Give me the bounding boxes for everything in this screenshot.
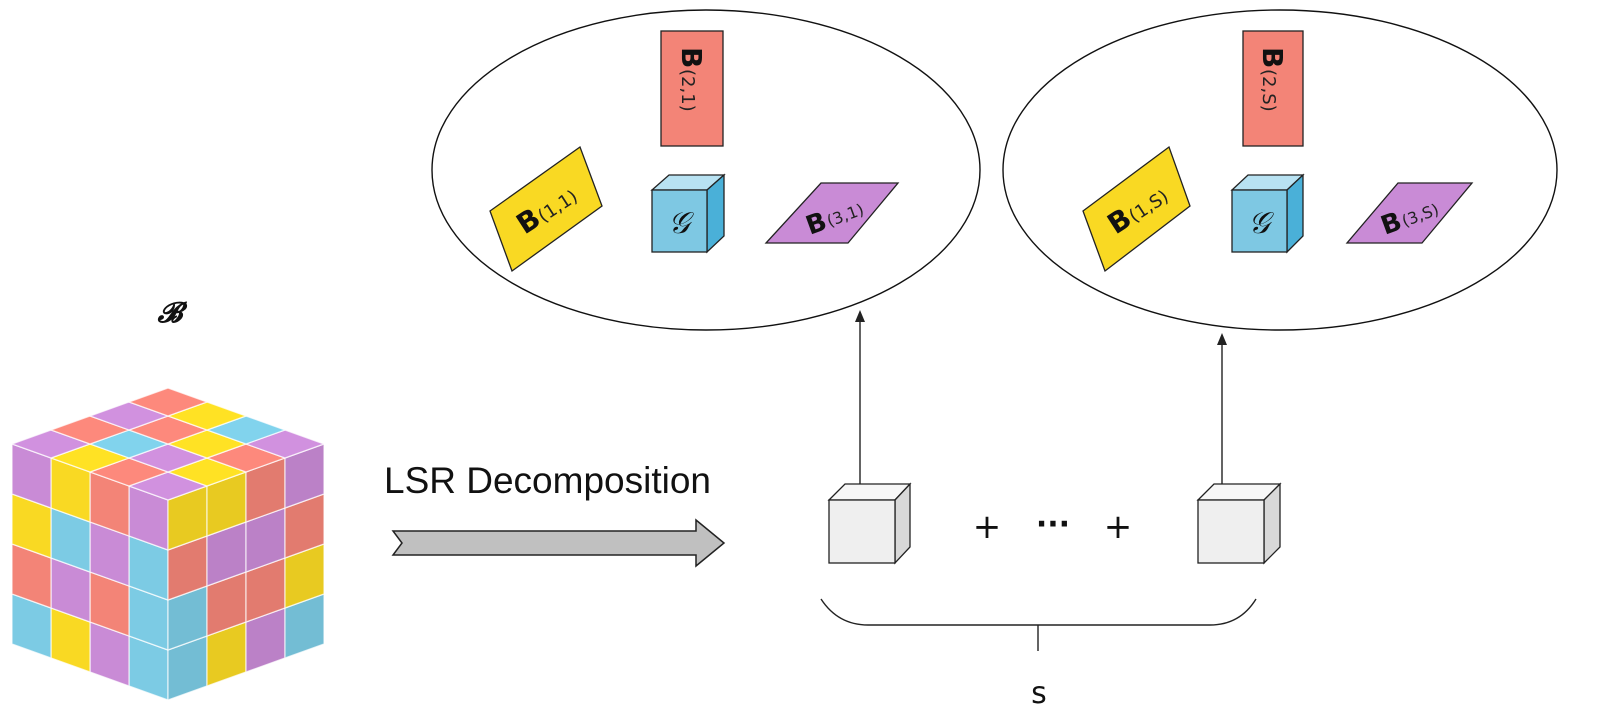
- factor-b2s-shape: [1242, 30, 1304, 147]
- core-tensor-gs: 𝒢: [1230, 173, 1305, 254]
- rank-term-cube-1: [827, 482, 912, 565]
- component-group-s: B (2,S) B (1,S) 𝒢 B (3,S): [1002, 9, 1558, 331]
- factor-b3s: B (3,S): [1345, 182, 1474, 244]
- sum-brace: [820, 598, 1257, 626]
- arrow-to-group-1: [855, 310, 865, 484]
- decomposition-arrow: [391, 518, 726, 568]
- tensor-cell-top: [127, 387, 209, 417]
- tensor-symbol: 𝓑: [157, 296, 189, 329]
- factor-b21-main: B: [675, 47, 708, 68]
- factor-b31: B (3,1): [764, 182, 900, 244]
- factor-b1s: B (1,S): [1082, 145, 1191, 273]
- arrow-to-group-s: [1217, 333, 1227, 484]
- plus-sign-1: +: [973, 507, 1002, 547]
- factor-b11: B (1,1): [489, 145, 603, 273]
- factor-b2s-main: B: [1256, 47, 1289, 68]
- plus-sign-2: +: [1104, 507, 1133, 547]
- core-front-face: [651, 189, 708, 253]
- factor-b21: B (2,1): [660, 30, 724, 147]
- factor-b21-shape: [660, 30, 724, 147]
- tensor-cube: [10, 387, 326, 701]
- factor-b2s-sub: (2,S): [1258, 69, 1279, 112]
- component-group-1: B (2,1) B (1,1) 𝒢 B (3,1): [431, 9, 981, 331]
- ellipsis: ···: [1036, 507, 1070, 542]
- rank-count-label: s: [1031, 676, 1047, 711]
- group-ellipse: [431, 9, 981, 331]
- group-ellipse: [1002, 9, 1558, 331]
- factor-b2s: B (2,S): [1242, 30, 1304, 147]
- rank-term-cube-s: [1196, 482, 1282, 565]
- factor-b1s-shape: [1082, 145, 1191, 273]
- factor-b3s-shape: [1345, 182, 1474, 244]
- factor-b31-shape: [764, 182, 900, 244]
- factor-b11-shape: [489, 145, 603, 273]
- factor-b21-sub: (2,1): [677, 69, 698, 112]
- core-front-face: [1231, 189, 1288, 253]
- core-tensor-g1: 𝒢: [650, 173, 726, 254]
- operation-label: LSR Decomposition: [384, 460, 711, 501]
